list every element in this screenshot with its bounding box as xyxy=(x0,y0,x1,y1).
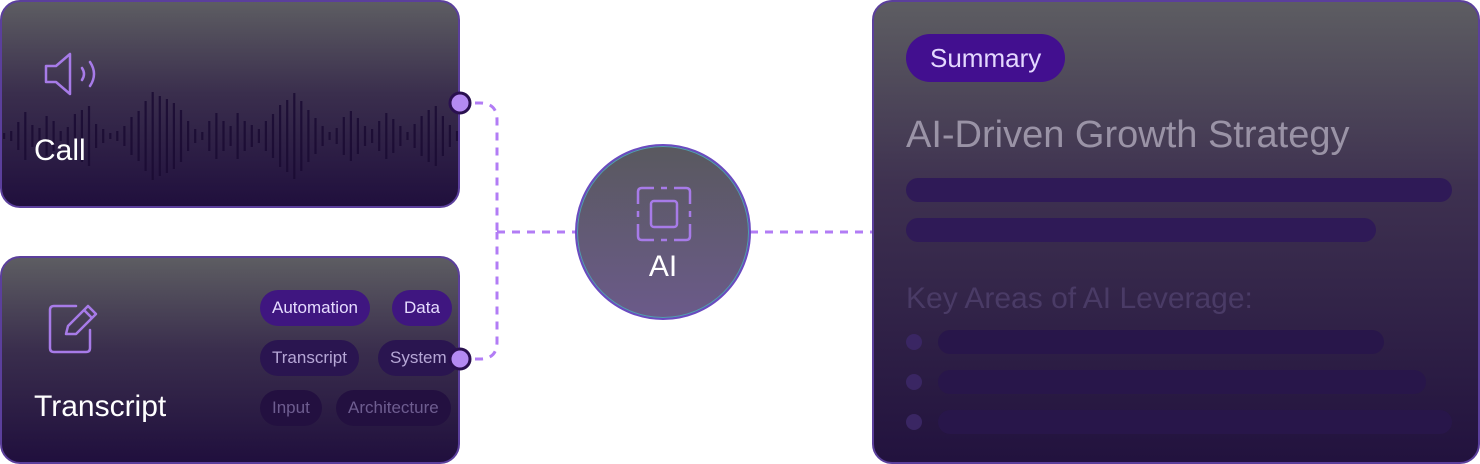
waveform-bar xyxy=(328,132,331,140)
transcript-card: Transcript Automation Data Transcript Sy… xyxy=(0,256,460,464)
waveform-bar xyxy=(307,110,310,162)
call-card: Call xyxy=(0,0,460,208)
waveform-bar xyxy=(229,126,232,146)
waveform-bar xyxy=(321,126,324,146)
key-areas-heading: Key Areas of AI Leverage: xyxy=(906,282,1253,315)
waveform-bar xyxy=(109,133,112,139)
waveform-bar xyxy=(187,121,190,151)
transcript-title: Transcript xyxy=(34,390,167,423)
waveform-bar xyxy=(87,106,91,166)
waveform-bar xyxy=(95,124,98,148)
waveform-bar xyxy=(335,128,338,144)
waveform-bar xyxy=(378,121,381,151)
waveform-bar xyxy=(406,132,409,140)
waveform-bar xyxy=(116,131,119,141)
waveform-bar xyxy=(137,111,140,161)
waveform-bar xyxy=(31,125,34,147)
waveform-bar xyxy=(130,117,133,155)
waveform-bar xyxy=(201,132,204,140)
tag-transcript: Transcript xyxy=(260,340,359,376)
waveform-bar xyxy=(300,101,303,171)
waveform-bar xyxy=(17,122,20,150)
focus-frame-icon xyxy=(636,186,692,242)
waveform-bar xyxy=(3,133,6,139)
waveform-bar xyxy=(250,125,253,147)
waveform-bar xyxy=(314,118,317,154)
tag-architecture: Architecture xyxy=(336,390,451,426)
waveform-bar xyxy=(24,112,27,160)
waveform-bar xyxy=(434,106,437,166)
summary-card: Summary AI-Driven Growth Strategy Key Ar… xyxy=(872,0,1480,464)
waveform-bar xyxy=(80,110,83,162)
waveform-bar xyxy=(158,96,161,176)
tag-data: Data xyxy=(392,290,452,326)
waveform-bar xyxy=(123,126,126,146)
waveform-bar xyxy=(293,93,296,179)
bullet-dot xyxy=(906,374,922,390)
placeholder-line xyxy=(906,218,1376,242)
waveform-bar xyxy=(342,117,345,155)
waveform-bar xyxy=(172,103,175,169)
tag-input: Input xyxy=(260,390,322,426)
transcript-connector xyxy=(460,232,499,361)
waveform-bar xyxy=(38,128,41,144)
waveform-bar xyxy=(151,92,154,180)
waveform-bar xyxy=(427,110,430,162)
waveform-bar xyxy=(349,111,352,161)
waveform-bar xyxy=(165,99,168,173)
waveform-bar xyxy=(194,129,197,143)
waveform-bar xyxy=(271,114,275,158)
placeholder-line xyxy=(938,370,1426,394)
waveform-bar xyxy=(413,124,416,148)
summary-badge: Summary xyxy=(906,34,1066,82)
waveform-bar xyxy=(179,110,183,162)
placeholder-line xyxy=(938,410,1452,434)
tag-system: System xyxy=(378,340,458,376)
bullet-dot xyxy=(906,334,922,350)
waveform-bar xyxy=(448,125,451,147)
waveform-bar xyxy=(420,116,423,156)
ai-node: AI xyxy=(575,144,751,320)
waveform-bar xyxy=(363,126,367,146)
waveform-bar xyxy=(399,126,402,146)
waveform-bar xyxy=(215,113,218,159)
audio-waveform xyxy=(3,92,458,180)
waveform-bar xyxy=(222,121,225,151)
call-connector xyxy=(460,101,499,232)
waveform-bar xyxy=(392,119,395,153)
waveform-bar xyxy=(385,113,388,159)
waveform-bar xyxy=(243,121,246,151)
waveform-bar xyxy=(66,127,69,145)
placeholder-line xyxy=(906,178,1452,202)
tag-cloud: Automation Data Transcript System Input … xyxy=(2,258,458,462)
tag-automation: Automation xyxy=(260,290,370,326)
waveform-bar xyxy=(144,101,147,171)
waveform-bar xyxy=(52,121,55,151)
waveform-bar xyxy=(102,129,105,143)
ai-label: AI xyxy=(648,250,678,283)
waveform-bar xyxy=(257,129,260,143)
waveform-bar xyxy=(279,105,282,167)
waveform-bar xyxy=(59,131,62,141)
waveform-bar xyxy=(10,131,13,141)
placeholder-line xyxy=(938,330,1384,354)
waveform-bar xyxy=(208,121,211,151)
waveform-bar xyxy=(356,118,359,154)
speaker-icon xyxy=(44,52,96,96)
summary-heading: AI-Driven Growth Strategy xyxy=(906,114,1350,156)
edit-note-icon xyxy=(48,304,98,354)
bullet-dot xyxy=(906,414,922,430)
waveform-bar xyxy=(371,129,374,143)
waveform-bar xyxy=(73,114,76,158)
waveform-bar xyxy=(236,113,239,159)
waveform-bar xyxy=(441,116,444,156)
call-title: Call xyxy=(34,134,86,167)
waveform-bar xyxy=(455,131,458,141)
waveform-bar xyxy=(286,100,289,172)
waveform-bar xyxy=(45,116,48,156)
waveform-bar xyxy=(264,121,267,151)
